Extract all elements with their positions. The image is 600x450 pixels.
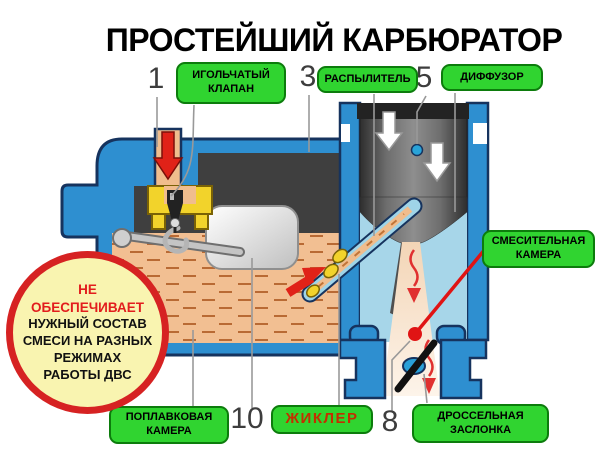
- label-throttle-line2: ЗАСЛОНКА: [449, 423, 512, 436]
- number-5: 5: [415, 61, 433, 94]
- note-line-red-2: ОБЕСПЕЧИВАЕТ: [31, 299, 144, 315]
- label-mixing-chamber: СМЕСИТЕЛЬНАЯ КАМЕРА: [482, 230, 595, 268]
- label-mixing-chamber-line1: СМЕСИТЕЛЬНАЯ: [491, 235, 586, 248]
- label-mixing-chamber-line2: КАМЕРА: [515, 249, 562, 261]
- label-jet-text: ЖИКЛЕР: [285, 410, 359, 428]
- number-8: 8: [381, 405, 399, 438]
- label-float-chamber: ПОПЛАВКОВАЯ КАМЕРА: [109, 406, 229, 444]
- label-throttle-line1: ДРОССЕЛЬНАЯ: [437, 409, 524, 422]
- balance-port-dot: [410, 143, 424, 157]
- needle-valve: [147, 185, 213, 233]
- leader-lines: [156, 93, 456, 412]
- note-line-black-4: РАБОТЫ ДВС: [43, 366, 132, 382]
- throttle-valve: [394, 339, 438, 393]
- label-needle-valve: ИГОЛЬЧАТЫЙ КЛАПАН: [176, 62, 286, 104]
- sprayer-tube: [301, 197, 423, 303]
- float-lever: [112, 225, 245, 257]
- mixing-chamber-pointer: [408, 246, 488, 341]
- outlet-flange: [338, 324, 488, 400]
- note-line-black-1: НУЖНЫЙ СОСТАВ: [28, 316, 147, 332]
- jet-arrow-icon: [285, 267, 326, 297]
- fuel-inlet-arrow-icon: [152, 131, 184, 181]
- label-needle-valve-line2: КЛАПАН: [207, 83, 255, 95]
- label-needle-valve-line1: ИГОЛЬЧАТЫЙ: [192, 69, 270, 82]
- air-flow-arrow-icon: [422, 142, 452, 183]
- jet-ellipses: [305, 248, 348, 298]
- mixture-flow-arrow-icon: [407, 249, 421, 303]
- label-sprayer: РАСПЫЛИТЕЛЬ: [317, 66, 418, 93]
- number-1: 1: [147, 62, 165, 95]
- label-sprayer-text: РАСПЫЛИТЕЛЬ: [324, 72, 411, 85]
- warning-note-circle: НЕ ОБЕСПЕЧИВАЕТ НУЖНЫЙ СОСТАВ СМЕСИ НА Р…: [6, 251, 169, 414]
- slide-title: ПРОСТЕЙШИЙ КАРБЮРАТОР: [105, 22, 563, 58]
- air-flow-arrow-icon: [374, 111, 404, 152]
- label-diffuser-text: ДИФФУЗОР: [460, 70, 524, 83]
- label-throttle: ДРОССЕЛЬНАЯ ЗАСЛОНКА: [412, 404, 549, 443]
- note-line-red-1: НЕ: [78, 282, 97, 298]
- label-float-chamber-line2: КАМЕРА: [146, 425, 192, 437]
- label-float-chamber-line1: ПОПЛАВКОВАЯ: [125, 411, 213, 424]
- number-3: 3: [299, 60, 317, 93]
- label-jet: ЖИКЛЕР: [271, 405, 373, 434]
- note-line-black-2: СМЕСИ НА РАЗНЫХ: [22, 333, 153, 349]
- note-line-black-3: РЕЖИМАХ: [53, 350, 122, 366]
- label-diffuser: ДИФФУЗОР: [441, 64, 543, 91]
- number-10: 10: [230, 402, 264, 435]
